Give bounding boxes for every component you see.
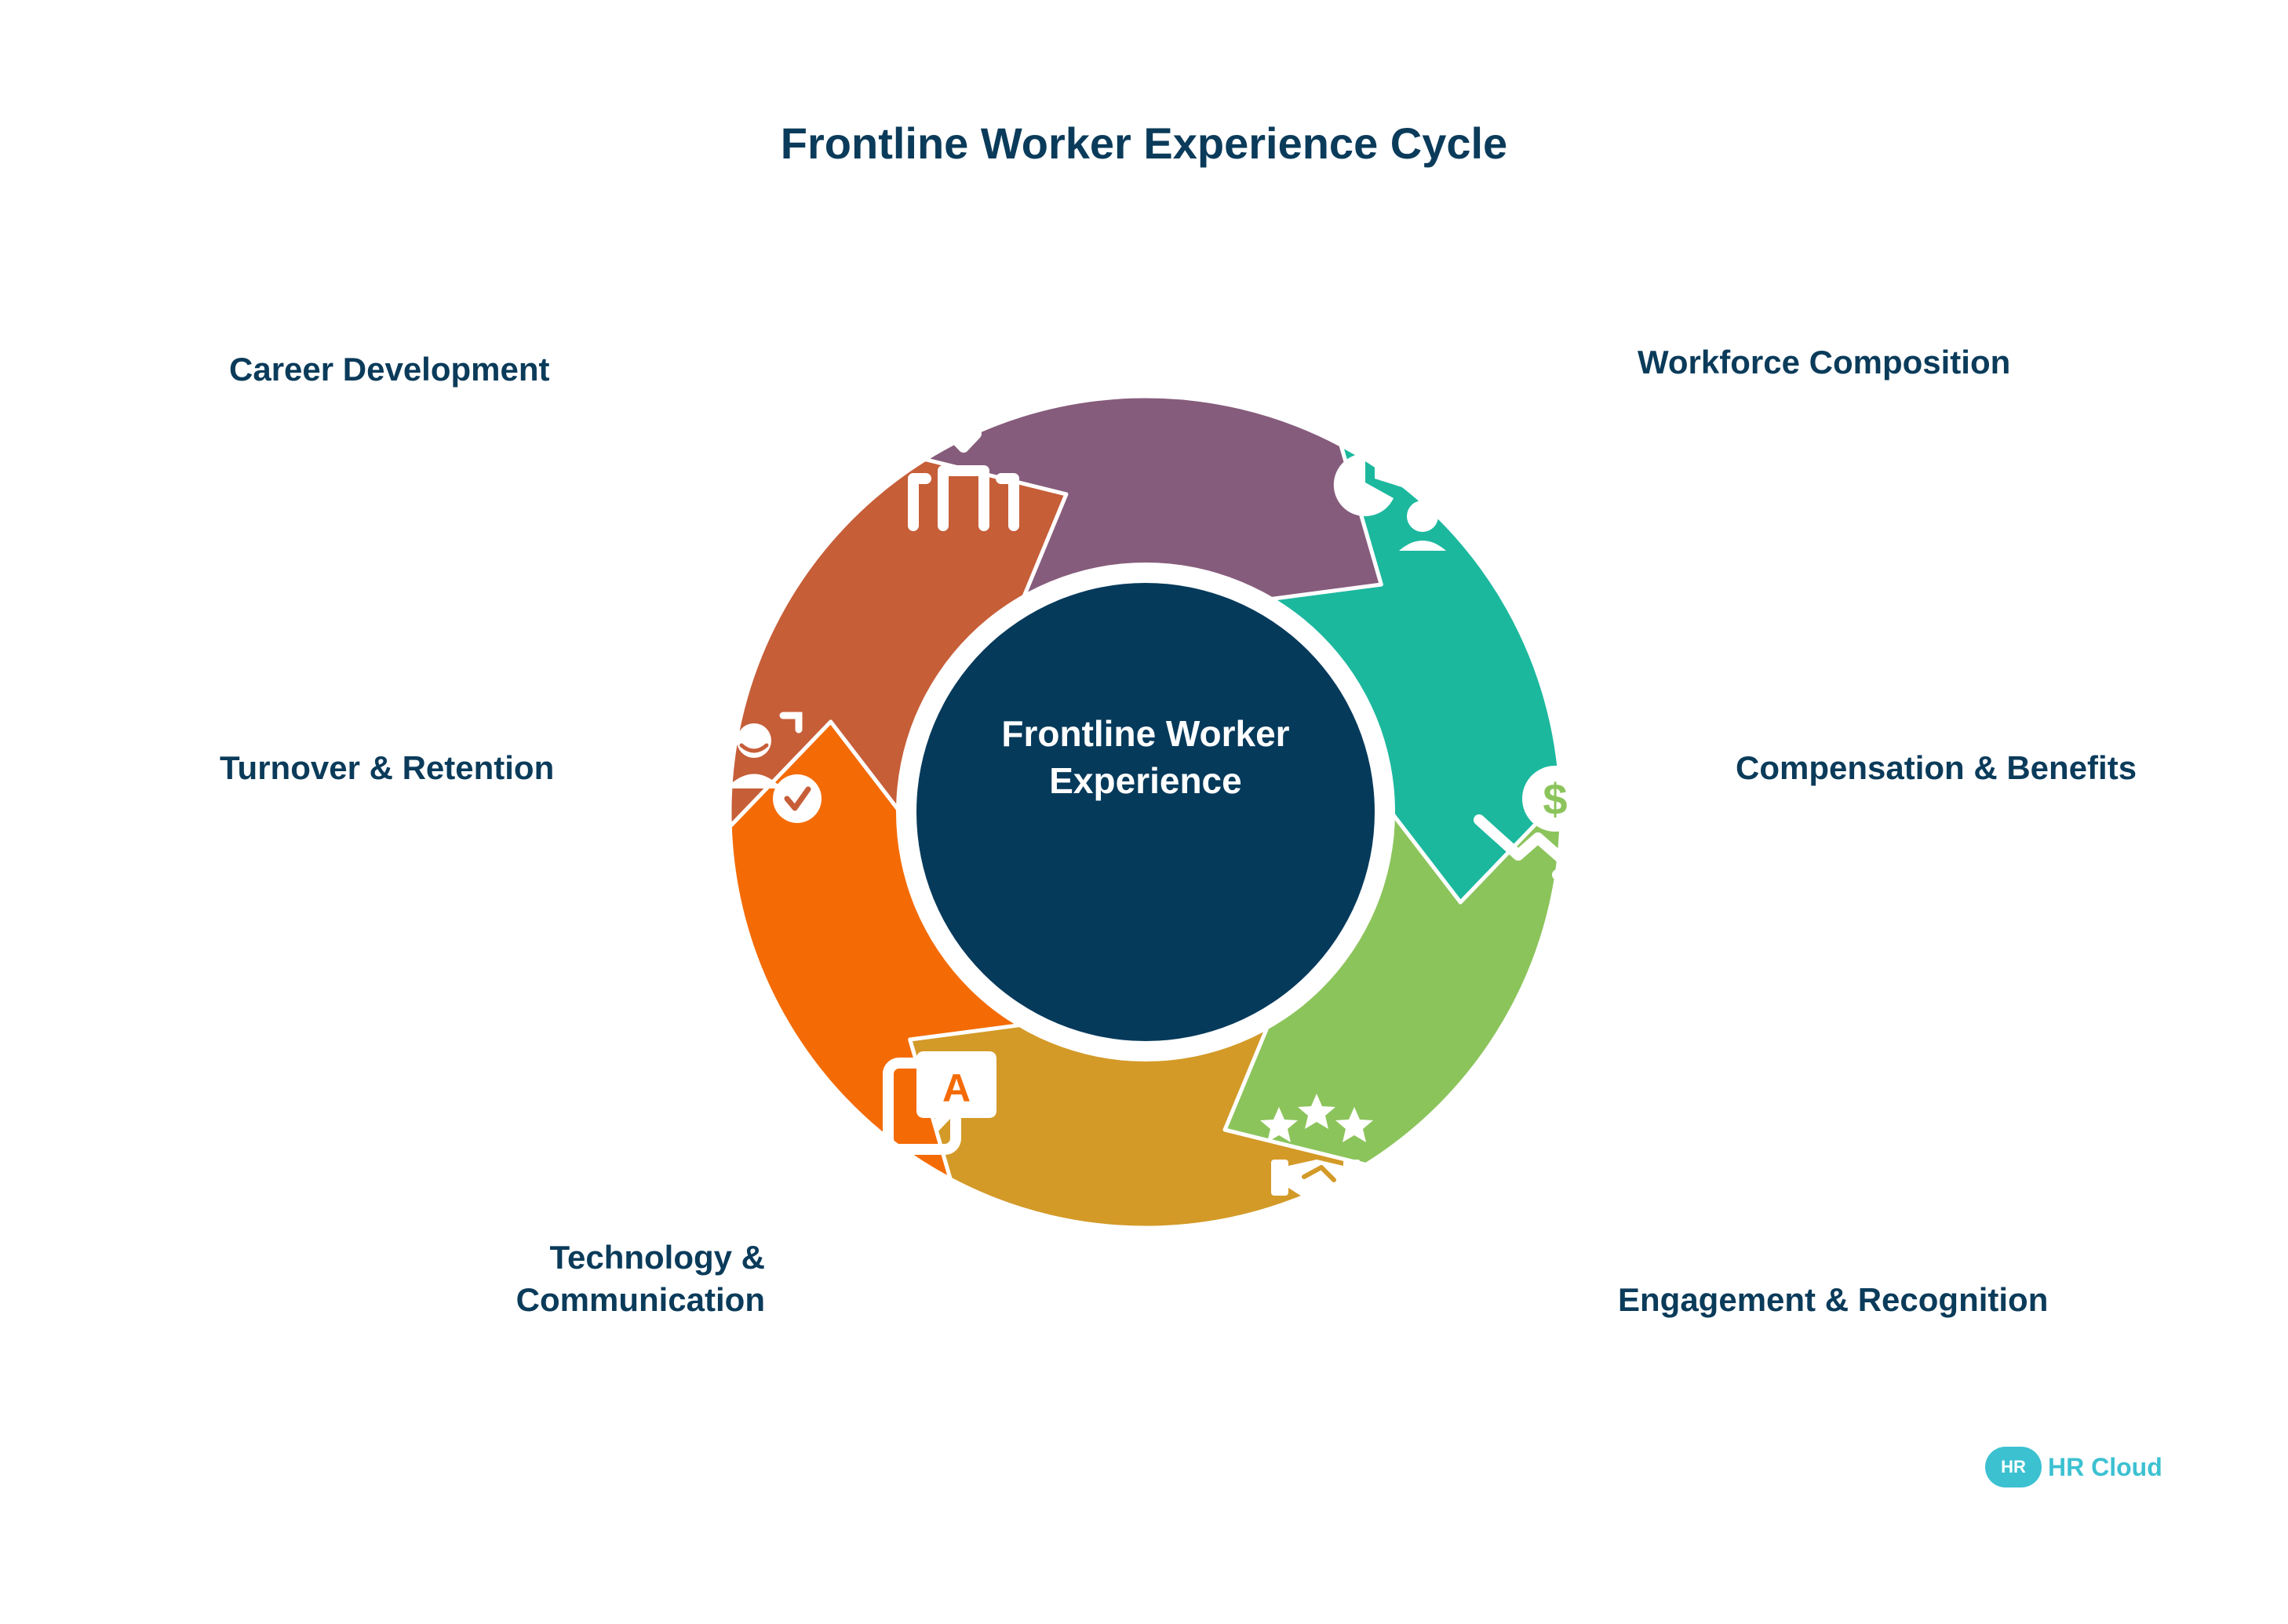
label-technology-line1: Technology & (549, 1239, 765, 1276)
cloud-icon: HR (1985, 1447, 2042, 1487)
center-label: Frontline Worker Experience (918, 710, 1373, 804)
label-engagement-recognition: Engagement & Recognition (1618, 1281, 2049, 1318)
label-technology-line2: Communication (516, 1281, 765, 1318)
logo-text: HR Cloud (2048, 1452, 2162, 1481)
center-circle (916, 583, 1375, 1041)
label-workforce-composition: Workforce Composition (1638, 344, 2011, 381)
label-turnover-retention: Turnover & Retention (220, 749, 555, 786)
svg-text:A: A (942, 1066, 971, 1110)
label-technology-communication: Technology & Communication (502, 1236, 765, 1321)
hr-cloud-logo: HR HR Cloud (1985, 1444, 2162, 1491)
face-check-icon (706, 712, 822, 823)
people-chart-icon (1333, 439, 1446, 551)
career-path-icon (908, 414, 1019, 531)
svg-text:$: $ (1543, 774, 1567, 824)
stars-handshake-icon (1260, 1094, 1373, 1199)
chat-device-icon: A (883, 1051, 996, 1155)
dollar-decline-icon: $ (1474, 766, 1588, 880)
label-career-development: Career Development (229, 351, 550, 388)
page-title: Frontline Worker Experience Cycle (780, 118, 1508, 168)
label-compensation-benefits: Compensation & Benefits (1736, 749, 2137, 786)
center-label-line2: Experience (1049, 760, 1242, 801)
center-label-line1: Frontline Worker (1001, 713, 1290, 754)
